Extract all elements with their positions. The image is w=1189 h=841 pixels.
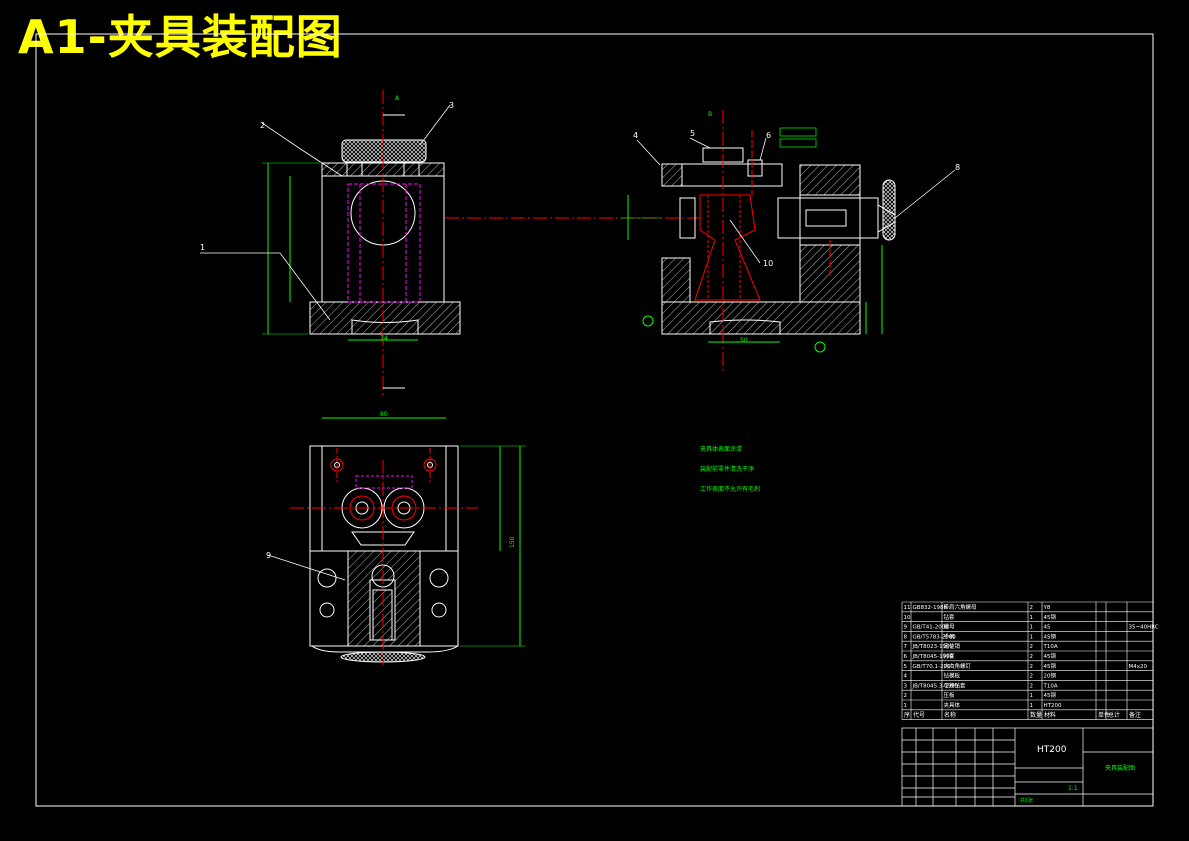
front-width-dim: 74: [380, 335, 388, 342]
bom-cell-qty: 2: [1030, 664, 1034, 670]
top-height-dim: 150: [509, 536, 516, 548]
drawing-title: A1-夹具装配图: [18, 10, 343, 64]
bom-cell-no: 6: [904, 654, 908, 660]
balloon-9: 9: [266, 551, 271, 560]
bom-cell-no: 11: [904, 605, 911, 611]
bom-cell-name: 夹具体: [944, 701, 961, 709]
balloon-3: 3: [449, 101, 454, 110]
bom-cell-name: 压板: [944, 691, 956, 699]
bom-cell-code: JB/T8045.3-1999: [912, 683, 959, 689]
bom-cell-remark: M4x20: [1129, 664, 1148, 670]
bom-cell-qty: 2: [1030, 605, 1034, 611]
bom-cell-qty: 2: [1030, 644, 1034, 650]
title-block-sheet: 共1张: [1020, 797, 1033, 804]
bom-header-cell: 代号: [913, 711, 925, 719]
bom-header-cell: 数量: [1030, 711, 1042, 719]
bom-cell-no: 2: [904, 693, 908, 699]
bom-cell-no: 8: [904, 634, 908, 640]
bom-cell-material: 45钢: [1044, 662, 1057, 670]
bom-cell-qty: 2: [1030, 683, 1034, 689]
balloon-6: 6: [766, 131, 771, 140]
bom-cell-material: Y8: [1043, 605, 1051, 611]
title-block-scale: 1:1: [1068, 785, 1078, 792]
bom-header-cell: 单件: [1098, 711, 1110, 719]
bom-cell-no: 7: [904, 644, 908, 650]
bom-cell-material: 20钢: [1044, 672, 1057, 680]
top-width-dim: 80: [380, 411, 388, 418]
balloon-8: 8: [955, 163, 960, 172]
bom-cell-no: 1: [904, 703, 908, 709]
title-block: [901, 727, 1154, 807]
note-2: 装配前零件清洗干净: [700, 466, 755, 473]
title-block-drawing-name: 夹具装配图: [1105, 764, 1135, 772]
bom-cell-remark: 35~40HRC: [1129, 625, 1159, 631]
bom-cell-name: 螺母: [944, 623, 956, 631]
balloon-leaders: [200, 104, 956, 581]
balloon-5: 5: [690, 129, 695, 138]
bom-cell-code: JB/T8045-1999: [912, 654, 954, 660]
front-view: 74 A: [262, 90, 700, 395]
bom-cell-material: T10A: [1043, 644, 1058, 650]
bom-cell-no: 9: [904, 625, 908, 631]
bom-cell-material: 45: [1044, 625, 1051, 631]
note-3: 工作表面不允许有毛刺: [700, 486, 761, 493]
side-section-view: 50 B: [620, 110, 896, 372]
bom-cell-name: 带肩六角螺母: [944, 603, 978, 611]
bom-cell-no: 10: [904, 615, 911, 621]
bom-cell-name: 定位销: [944, 642, 961, 650]
bom-cell-material: HT200: [1044, 703, 1062, 709]
title-block-material: HT200: [1037, 745, 1067, 755]
bom-header-cell: 名称: [944, 711, 956, 719]
bom-cell-qty: 1: [1030, 693, 1034, 699]
bom-cell-name: 钻模板: [944, 672, 961, 680]
balloon-1: 1: [200, 243, 205, 252]
outer-frame: [35, 33, 1154, 807]
bom-cell-code: GB/T41-2000: [913, 625, 950, 631]
bom-cell-qty: 1: [1030, 615, 1034, 621]
bom-cell-material: T10A: [1043, 683, 1058, 689]
section-mark-a: A: [395, 95, 400, 102]
bom-cell-qty: 1: [1030, 625, 1034, 631]
bom-header-cell: 备注: [1129, 711, 1141, 719]
top-view: 80 150: [290, 411, 526, 665]
balloon-10: 10: [763, 259, 773, 268]
technical-notes: 夹具体表面涂漆 装配前零件清洗干净 工作表面不允许有毛刺: [700, 440, 760, 500]
bom-cell-material: 45钢: [1044, 613, 1057, 621]
bom-cell-material: 45钢: [1044, 632, 1057, 640]
bom-cell-material: 45钢: [1044, 652, 1057, 660]
bom-cell-name: 手柄: [944, 632, 956, 640]
side-width-dim: 50: [740, 337, 748, 344]
bom-cell-name: 可换钻套: [944, 681, 967, 689]
bom-header-cell: 总计: [1108, 711, 1120, 719]
bom-cell-name: 衬套: [944, 652, 956, 660]
bom-cell-name: 内六角螺钉: [944, 662, 972, 670]
bom-cell-code: GB/T70.1-2000: [913, 664, 955, 670]
note-1: 夹具体表面涂漆: [700, 446, 743, 453]
bom-cell-no: 4: [904, 674, 908, 680]
bom-cell-no: 5: [904, 664, 908, 670]
bom-cell-qty: 1: [1030, 703, 1034, 709]
bom-cell-code: GB/T5783-2000: [913, 634, 957, 640]
section-mark-b: B: [708, 111, 712, 118]
bom-cell-code: JB/T8023-1999: [912, 644, 954, 650]
bom-cell-material: 45钢: [1044, 691, 1057, 699]
bom-cell-code: GB832-1988: [913, 605, 948, 611]
bom-header-cell: 材料: [1044, 711, 1056, 719]
balloon-4: 4: [633, 131, 638, 140]
balloon-labels: 1 2 3 4 5 6 8 9 10: [200, 101, 960, 560]
bom-cell-name: 钻套: [944, 613, 956, 621]
bom-cell-qty: 1: [1030, 634, 1034, 640]
bom-header-cell: 序: [904, 711, 910, 719]
bom-cell-no: 3: [904, 683, 908, 689]
bom-cell-qty: 2: [1030, 654, 1034, 660]
bom-cell-qty: 2: [1030, 674, 1034, 680]
balloon-2: 2: [260, 121, 265, 130]
